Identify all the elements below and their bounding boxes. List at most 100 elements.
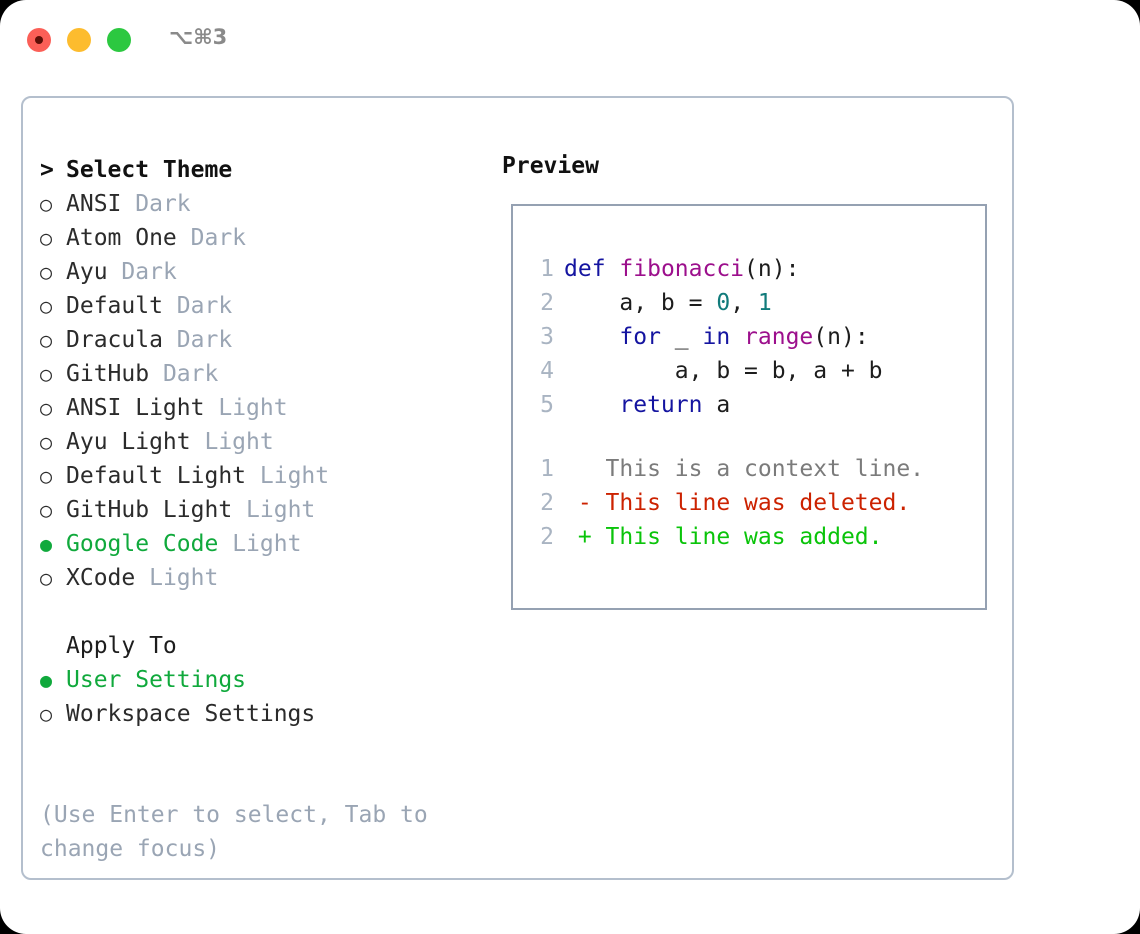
radio-unselected-icon[interactable]: ○: [40, 294, 53, 318]
theme-list-item[interactable]: ○ ANSI Light Light: [40, 391, 490, 425]
radio-unselected-icon[interactable]: ○: [40, 328, 53, 352]
theme-mode-label: Dark: [190, 225, 247, 251]
line-number: 5: [540, 392, 554, 418]
theme-name: ANSI: [66, 191, 122, 217]
theme-name: XCode: [66, 565, 136, 591]
theme-name: Ayu Light: [66, 429, 191, 455]
radio-unselected-icon[interactable]: ○: [40, 226, 53, 250]
radio-unselected-icon[interactable]: ○: [40, 396, 53, 420]
code-token: 1: [757, 290, 772, 316]
code-line: 3 for _ in range(n):: [528, 320, 883, 354]
code-line: 4 a, b = b, a + b: [528, 354, 883, 388]
code-token: [606, 256, 620, 282]
select-theme-heading: > Select Theme: [40, 153, 490, 187]
theme-list-item[interactable]: ○Dracula Dark: [40, 323, 490, 357]
theme-name: Default Light: [66, 463, 247, 489]
theme-mode-label: Dark: [176, 293, 233, 319]
radio-unselected-icon[interactable]: ○: [40, 702, 53, 726]
code-token: a, b = b, a + b: [564, 358, 883, 384]
cursor-marker-icon: >: [40, 157, 54, 183]
theme-mode-label: Light: [246, 497, 316, 523]
apply-to-list[interactable]: ● User Settings ○ Workspace Settings: [40, 663, 490, 731]
apply-to-option[interactable]: ● User Settings: [40, 663, 490, 697]
radio-selected-icon[interactable]: ●: [40, 532, 53, 556]
line-number: 2: [540, 490, 554, 516]
theme-mode-label: Light: [204, 429, 274, 455]
code-token: (n):: [744, 256, 800, 282]
window-maximize-button[interactable]: [107, 28, 131, 52]
code-token: a, b =: [564, 290, 717, 316]
theme-list-item[interactable]: ● Google Code Light: [40, 527, 490, 561]
radio-unselected-icon[interactable]: ○: [40, 430, 53, 454]
theme-mode-label: Dark: [121, 259, 177, 285]
window-minimize-button[interactable]: [67, 28, 91, 52]
code-token: _: [660, 324, 703, 350]
theme-mode-label: Dark: [162, 361, 219, 387]
diff-marker: [564, 456, 606, 482]
theme-name: Google Code: [66, 531, 219, 557]
code-line: 2 a, b = 0, 1: [528, 286, 883, 320]
code-token: for: [619, 324, 661, 350]
radio-unselected-icon[interactable]: ○: [40, 464, 53, 488]
code-token: ,: [730, 290, 758, 316]
theme-mode-label: Light: [232, 531, 302, 557]
apply-to-option[interactable]: ○ Workspace Settings: [40, 697, 490, 731]
theme-mode-label: Light: [149, 565, 219, 591]
theme-name: Dracula: [66, 327, 163, 353]
theme-list-column: > Select Theme ○ ANSI Dark ○ Atom One Dark ○ A…: [40, 153, 490, 731]
theme-list-item[interactable]: ○ Ayu Light Light: [40, 425, 490, 459]
code-token: in: [702, 324, 731, 350]
line-number: 4: [540, 358, 554, 384]
recording-indicator-icon: [35, 36, 43, 44]
radio-selected-icon[interactable]: ●: [40, 668, 53, 692]
code-token: fibonacci: [619, 256, 745, 282]
theme-mode-label: Light: [259, 463, 330, 489]
theme-mode-label: Dark: [135, 191, 191, 217]
code-token: range: [744, 324, 814, 350]
code-token: a: [702, 392, 731, 418]
radio-unselected-icon[interactable]: ○: [40, 498, 53, 522]
code-token: [564, 392, 619, 418]
diff-line: 1 This is a context line.: [528, 452, 924, 486]
theme-list-item[interactable]: ○ ANSI Dark: [40, 187, 490, 221]
theme-list[interactable]: ○ ANSI Dark ○ Atom One Dark ○ Ayu Dark ○ Defaul…: [40, 187, 490, 595]
code-token: [730, 324, 744, 350]
page-title: Select Theme: [66, 157, 233, 183]
apply-to-label: Workspace Settings: [66, 701, 316, 727]
diff-sample: 1 This is a context line. 2 - This line w…: [528, 452, 924, 554]
diff-text: This line was added.: [605, 524, 883, 550]
theme-list-item[interactable]: ○ Default Dark: [40, 289, 490, 323]
theme-name: Default: [66, 293, 163, 319]
apply-to-heading: Apply To: [66, 633, 177, 659]
theme-name: ANSI Light: [66, 395, 205, 421]
section-spacer: [40, 595, 490, 629]
diff-marker: -: [564, 490, 606, 516]
theme-name: GitHub Light: [66, 497, 233, 523]
theme-list-item[interactable]: ○ XCode Light: [40, 561, 490, 595]
theme-list-item[interactable]: ○ Atom One Dark: [40, 221, 490, 255]
theme-name: Ayu: [66, 259, 108, 285]
radio-unselected-icon[interactable]: ○: [40, 260, 53, 284]
theme-list-item[interactable]: ○ Ayu Dark: [40, 255, 490, 289]
theme-list-item[interactable]: ○ GitHub Dark: [40, 357, 490, 391]
apply-to-label: User Settings: [66, 667, 247, 693]
radio-unselected-icon[interactable]: ○: [40, 362, 53, 386]
line-number: 3: [540, 324, 554, 350]
code-token: return: [619, 392, 703, 418]
theme-name: Atom One: [66, 225, 177, 251]
preview-heading: Preview: [502, 153, 599, 179]
theme-list-item[interactable]: ○ GitHub Light Light: [40, 493, 490, 527]
code-token: (n):: [813, 324, 869, 350]
radio-unselected-icon[interactable]: ○: [40, 192, 53, 216]
theme-list-item[interactable]: ○ Default Light Light: [40, 459, 490, 493]
keyboard-shortcut-label: ⌥⌘3: [169, 25, 228, 49]
radio-unselected-icon[interactable]: ○: [40, 566, 53, 590]
theme-mode-label: Light: [218, 395, 288, 421]
title-bar: ⌥⌘3: [0, 0, 1140, 76]
theme-name: GitHub: [66, 361, 150, 387]
diff-line: 2 + This line was added.: [528, 520, 924, 554]
